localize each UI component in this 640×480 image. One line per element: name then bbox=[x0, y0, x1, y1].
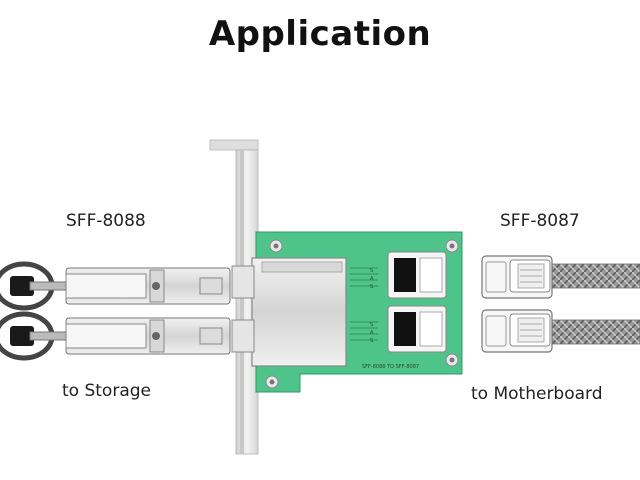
sff-8087-label: SFF-8087 bbox=[500, 211, 580, 231]
to-storage-label: to Storage bbox=[62, 381, 151, 401]
internal-port-bottom bbox=[387, 305, 447, 353]
internal-port-top bbox=[387, 251, 447, 299]
port-mark-s2: S bbox=[370, 284, 373, 290]
port-mark-s4: S bbox=[370, 338, 373, 344]
sff-8087-connector-top bbox=[481, 255, 553, 299]
page-title: Application bbox=[208, 14, 432, 54]
sff-8088-label: SFF-8088 bbox=[66, 211, 146, 231]
sff-8088-cable-bottom bbox=[0, 311, 231, 361]
sff-8087-cable-bottom bbox=[551, 319, 640, 345]
port-mark-a2: A bbox=[370, 330, 374, 336]
sff-8087-cable-top bbox=[551, 263, 640, 289]
external-port-cage bbox=[231, 257, 347, 367]
port-mark-s1: S bbox=[370, 268, 373, 274]
sff-8088-cable-top bbox=[0, 261, 231, 311]
sff-8087-connector-bottom bbox=[481, 309, 553, 353]
port-mark-a1: A bbox=[370, 276, 374, 282]
to-motherboard-label: to Motherboard bbox=[471, 384, 603, 404]
pcb-silkscreen: SFF-8088 TO SFF-8087 bbox=[362, 364, 419, 370]
port-mark-s3: S bbox=[370, 322, 373, 328]
